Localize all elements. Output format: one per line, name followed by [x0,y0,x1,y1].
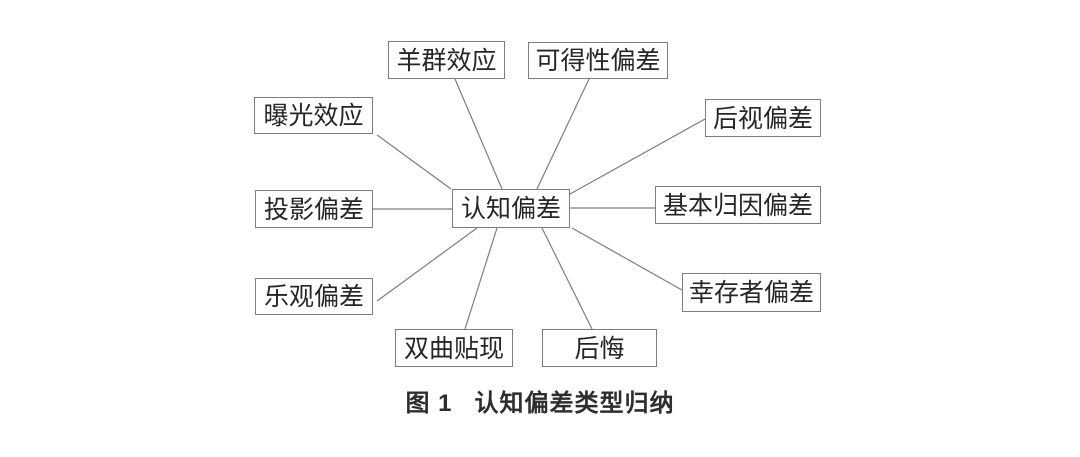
node-fundamental-attribution-bias: 基本归因偏差 [655,186,821,224]
node-herd-effect: 羊群效应 [388,41,505,79]
node-exposure-effect: 曝光效应 [254,97,373,134]
connector-line-hyperbolic-discounting [464,227,498,330]
node-regret: 后悔 [542,329,657,367]
node-hyperbolic-discounting: 双曲贴现 [395,329,513,367]
connector-line-herd-effect [454,78,503,190]
node-availability-bias: 可得性偏差 [528,42,668,79]
connector-line-optimism-bias [376,227,478,302]
connector-line-hindsight-bias [569,118,706,195]
node-cognitive-bias-center: 认知偏差 [452,189,570,228]
connector-line-regret [541,227,593,330]
node-projection-bias: 投影偏差 [255,190,373,228]
node-optimism-bias: 乐观偏差 [255,278,373,315]
figure-caption-title: 认知偏差类型归纳 [474,390,675,417]
figure-caption-label: 图 1 [405,390,453,417]
node-survivorship-bias: 幸存者偏差 [682,273,821,312]
connector-line-survivorship-bias [571,227,683,291]
connector-line-exposure-effect [376,134,452,190]
connector-line-availability-bias [536,78,590,190]
node-hindsight-bias: 后视偏差 [705,99,821,137]
figure-caption: 图 1 认知偏差类型归纳 [0,383,1080,418]
